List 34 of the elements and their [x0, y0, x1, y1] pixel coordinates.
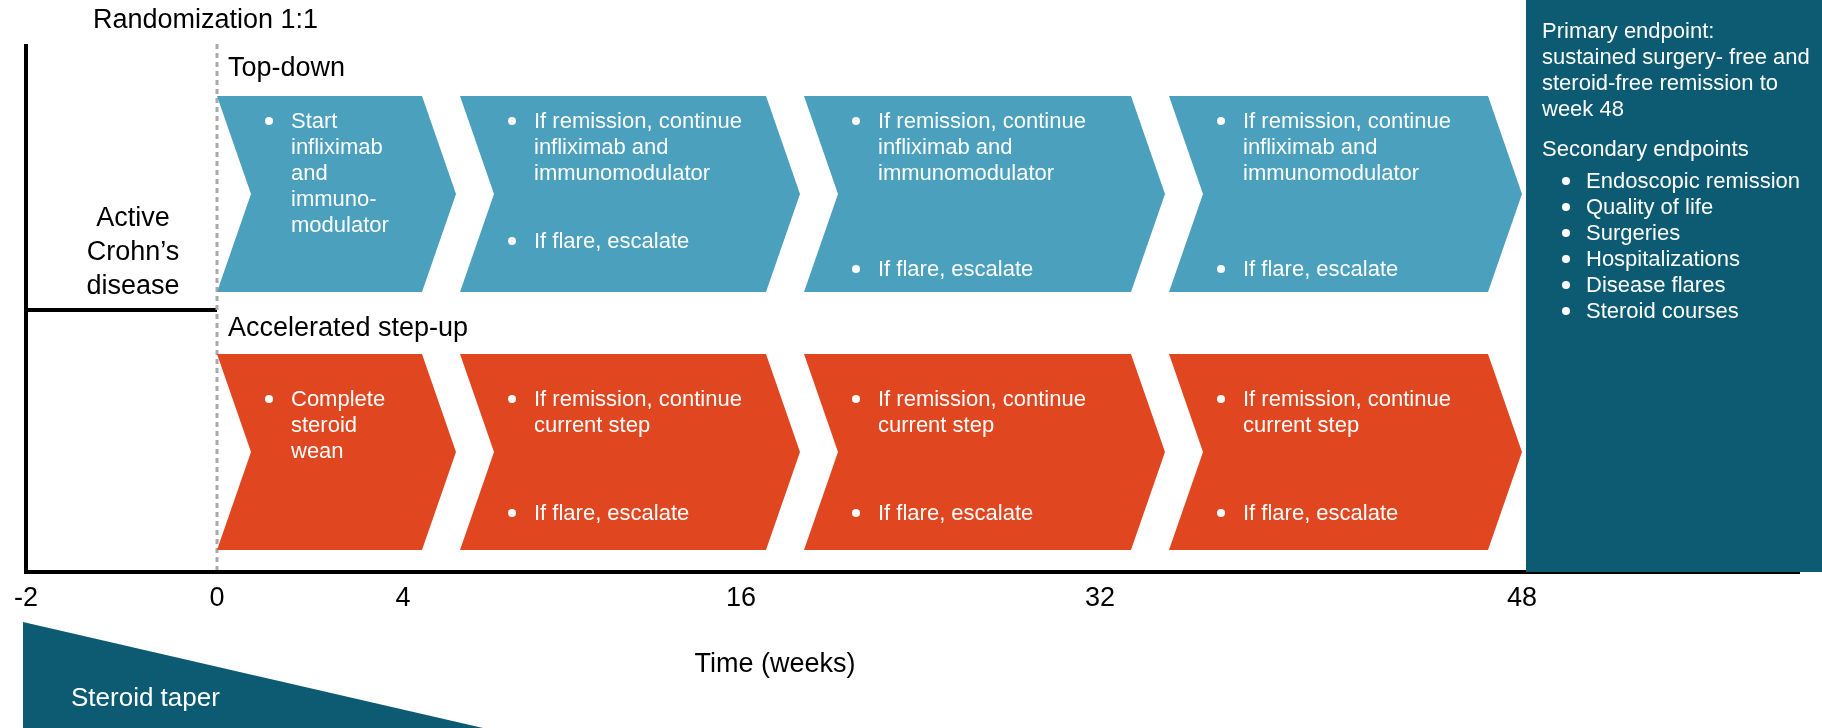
bullet-item: If remission, continue current step [1243, 386, 1452, 438]
bullet-item: If remission, continue infliximab and immunomodulator [878, 108, 1087, 186]
tick-label: -2 [14, 582, 38, 613]
taper-label: Steroid taper [71, 684, 220, 710]
bullet-item: If remission, continue current step [878, 386, 1087, 438]
bullet-item: Surgeries [1586, 220, 1682, 246]
bullet-item: If flare, escalate [1243, 256, 1400, 282]
bullet-item: Endoscopic remission [1586, 168, 1801, 194]
bullet-item: If remission, continue infliximab and immunomodulator [534, 108, 743, 186]
arm-label: Top-down [228, 52, 346, 83]
section-heading: Secondary endpoints [1542, 136, 1750, 162]
arm-label: Accelerated step-up [228, 312, 469, 343]
tick-label: 0 [209, 582, 225, 613]
bullet-item: If flare, escalate [534, 228, 691, 254]
bullet-item: If flare, escalate [1243, 500, 1400, 526]
bullet-item: If remission, continue current step [534, 386, 743, 438]
bullet-item: Complete steroid wean [291, 386, 387, 464]
primary-endpoint-text: Primary endpoint: sustained surgery- free and steroid-free remission to week 48 [1542, 18, 1811, 122]
bullet-item: If flare, escalate [534, 500, 691, 526]
tick-label: 48 [1507, 582, 1537, 613]
bullet-item: If flare, escalate [878, 256, 1035, 282]
bullet-item: Start infliximab and immuno- modulator [291, 108, 390, 238]
condition-label: Active Crohn’s disease [85, 201, 181, 302]
bullet-item: If remission, continue infliximab and immunomodulator [1243, 108, 1452, 186]
bullet-item: Disease flares [1586, 272, 1727, 298]
bullet-item: If flare, escalate [878, 500, 1035, 526]
bullet-item: Quality of life [1586, 194, 1715, 220]
tick-label: 4 [395, 582, 411, 613]
randomization-label: Randomization 1:1 [93, 4, 319, 35]
axis-title: Time (weeks) [694, 648, 856, 679]
bullet-item: Steroid courses [1586, 298, 1740, 324]
bullet-item: Hospitalizations [1586, 246, 1742, 272]
tick-label: 16 [726, 582, 756, 613]
tick-label: 32 [1085, 582, 1115, 613]
